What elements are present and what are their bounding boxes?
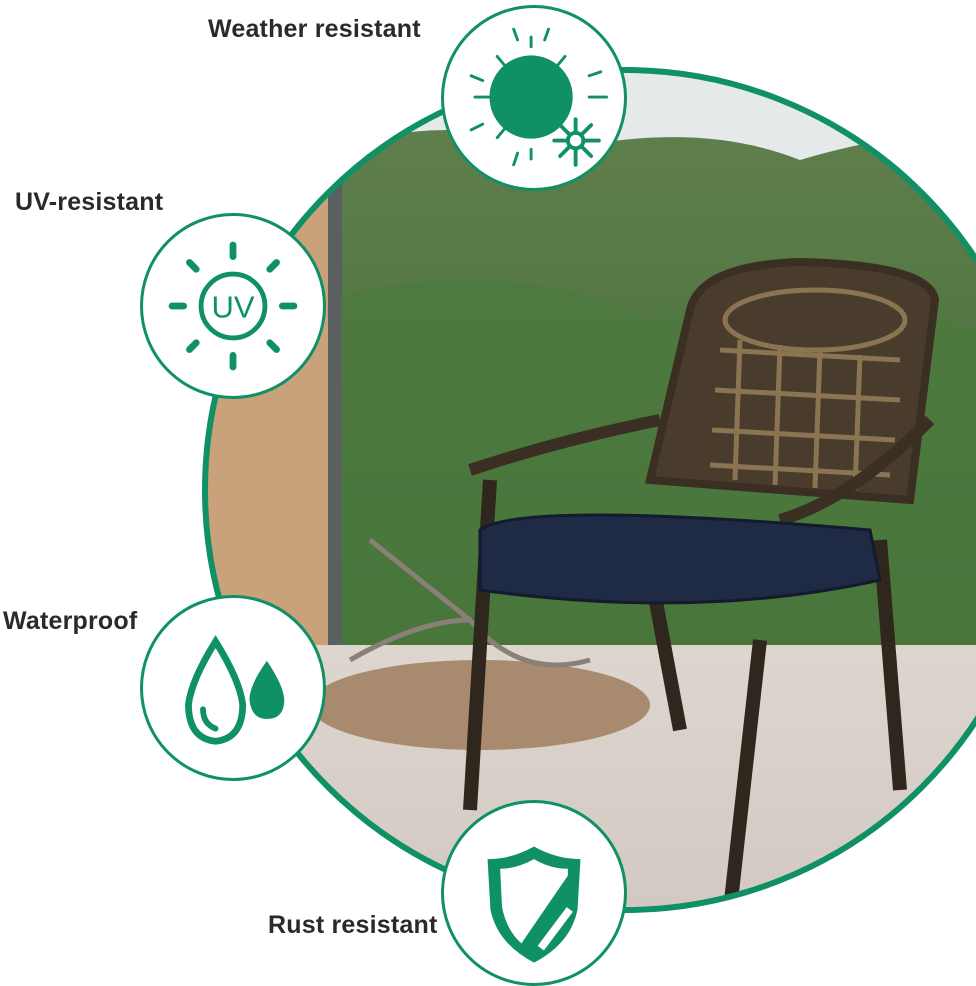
- feature-label-uv: UV-resistant: [15, 188, 164, 216]
- feature-label-waterproof: Waterproof: [3, 607, 138, 635]
- uv-sun-icon: UV: [168, 241, 298, 371]
- uv-resistant-badge: UV: [140, 213, 326, 399]
- rust-resistant-badge: [441, 800, 627, 986]
- chair: [463, 257, 940, 910]
- shield-icon: [487, 846, 581, 963]
- svg-text:UV: UV: [212, 290, 255, 325]
- water-drops-icon: [185, 635, 285, 745]
- sun-snowflake-icon: [469, 27, 609, 167]
- feature-label-weather: Weather resistant: [208, 15, 421, 43]
- waterproof-badge: [140, 595, 326, 781]
- weather-resistant-badge: [441, 5, 627, 191]
- feature-label-rust: Rust resistant: [268, 911, 438, 939]
